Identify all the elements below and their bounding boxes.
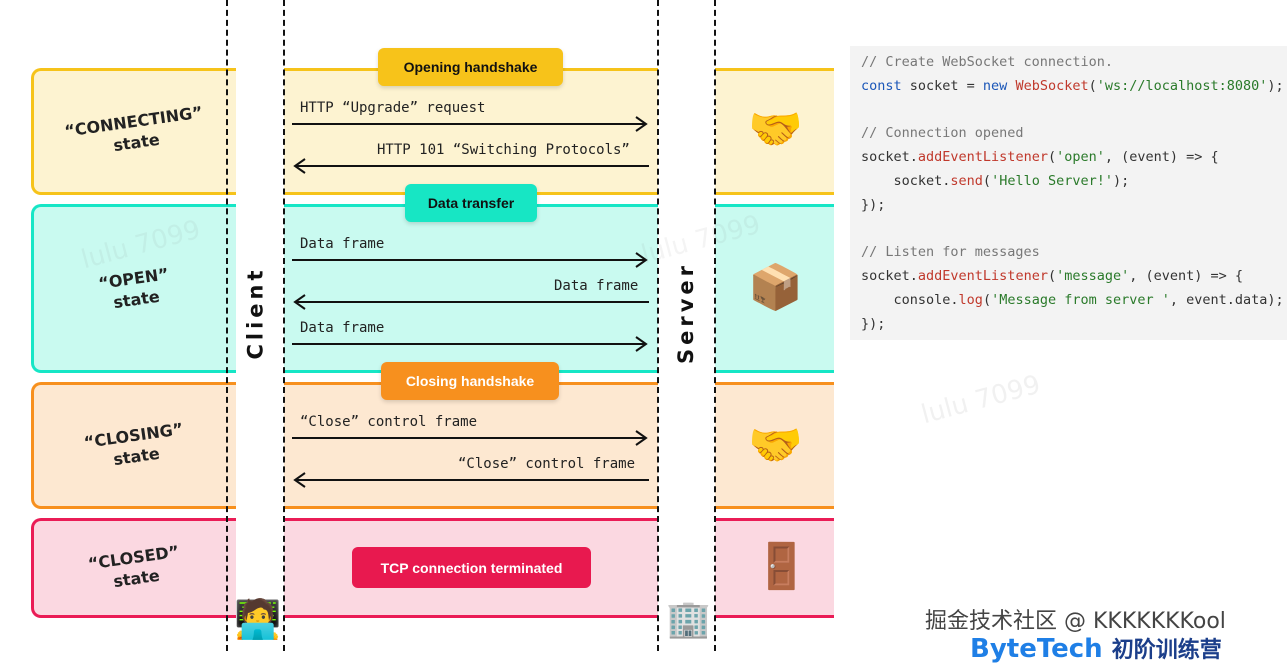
code-token: (	[982, 291, 992, 308]
code-token: socket.	[861, 268, 918, 285]
data-frame-2-text: Data frame	[554, 278, 639, 294]
code-token: const	[861, 77, 902, 94]
closed-right-band	[715, 518, 834, 618]
data-frame-3-arrow	[292, 336, 648, 352]
code-token: socket.	[861, 149, 918, 166]
code-line-message-listener: socket.addEventListener('message', (even…	[861, 265, 1287, 289]
client-lane-label: Client	[243, 266, 268, 360]
code-token: 'Hello Server!'	[991, 172, 1113, 189]
code-line-log: console.log('Message from server ', even…	[861, 289, 1287, 313]
closing-right-band	[715, 382, 834, 509]
code-token: , (event) => {	[1104, 149, 1219, 166]
closing-state-box: “CLOSING” state	[31, 382, 236, 509]
server-lifeline-right	[714, 0, 716, 651]
code-token: console.	[861, 291, 959, 308]
code-line-const: const socket = new WebSocket('ws://local…	[861, 75, 1287, 99]
closing-handshake-label: Closing handshake	[381, 362, 559, 400]
data-frame-3-text: Data frame	[300, 320, 385, 336]
code-token: send	[950, 172, 983, 189]
code-blank	[861, 99, 1287, 123]
code-token: socket =	[901, 77, 983, 94]
code-comment-listen: // Listen for messages	[861, 244, 1040, 261]
closed-state-label: “CLOSED” state	[32, 533, 238, 603]
code-line-close-2: });	[861, 315, 886, 332]
data-frame-1-text: Data frame	[300, 236, 385, 252]
server-lifeline-left	[657, 0, 659, 651]
close-frame-1-arrow	[292, 430, 648, 446]
open-state-box: “OPEN” state	[31, 204, 236, 373]
handshake-icon: 🤝	[748, 104, 803, 155]
closed-state-box: “CLOSED” state	[31, 518, 236, 618]
tcp-terminated-label: TCP connection terminated	[352, 547, 591, 588]
code-line-open-listener: socket.addEventListener('open', (event) …	[861, 146, 1287, 170]
door-icon: 🚪	[754, 541, 809, 592]
code-token: 'open'	[1056, 149, 1105, 166]
bytetech-text: ByteTech	[970, 634, 1103, 664]
code-token: log	[958, 291, 983, 308]
code-line-send: socket.send('Hello Server!');	[861, 170, 1287, 194]
code-token: , event.data);	[1169, 291, 1284, 308]
code-token: (	[982, 172, 992, 189]
open-state-label: “OPEN” state	[32, 254, 238, 324]
lulu-watermark-3: lulu 7099	[918, 369, 1044, 431]
data-frame-1-arrow	[292, 252, 648, 268]
code-token: 'Message from server '	[991, 291, 1170, 308]
data-frame-2-arrow	[293, 294, 649, 310]
opening-handshake-label: Opening handshake	[378, 48, 563, 86]
connecting-right-band	[715, 68, 834, 195]
bytetech-watermark: ByteTech 初阶训练营	[970, 632, 1222, 664]
connecting-state-label: “CONNECTING” state	[32, 97, 238, 167]
open-right-band	[715, 204, 834, 373]
code-blank	[861, 218, 1287, 242]
code-token: (	[1047, 268, 1057, 285]
data-transfer-label: Data transfer	[405, 184, 537, 222]
code-token: );	[1267, 77, 1284, 94]
server-building-icon: 🏢	[666, 599, 711, 640]
close-frame-1-text: “Close” control frame	[300, 414, 478, 430]
code-token: new	[982, 77, 1008, 94]
code-token: (	[1047, 149, 1057, 166]
code-token: , (event) => {	[1129, 268, 1244, 285]
code-token: 'ws://localhost:8080'	[1096, 77, 1268, 94]
code-token: (	[1088, 77, 1097, 94]
closing-state-label: “CLOSING” state	[32, 411, 238, 481]
code-token: addEventListener	[917, 268, 1048, 285]
package-icon: 📦	[748, 262, 803, 313]
connecting-state-box: “CONNECTING” state	[31, 68, 236, 195]
server-lane-label: Server	[674, 261, 698, 364]
code-token: socket.	[861, 172, 951, 189]
client-lifeline-left	[226, 0, 228, 651]
code-token: );	[1112, 172, 1130, 189]
code-line-close-1: });	[861, 196, 886, 213]
switching-arrow	[293, 158, 649, 174]
code-token: addEventListener	[917, 149, 1048, 166]
code-comment-create: // Create WebSocket connection.	[861, 54, 1113, 70]
code-token: WebSocket	[1007, 77, 1089, 94]
upgrade-arrow	[292, 116, 648, 132]
code-comment-opened: // Connection opened	[861, 125, 1024, 142]
closing-mid-band	[284, 382, 658, 509]
handshake-icon-closing: 🤝	[748, 420, 803, 471]
code-panel: // Create WebSocket connection. const so…	[850, 46, 1287, 340]
juejin-watermark: 掘金技术社区 @ KKKKKKKool	[925, 609, 1226, 634]
upgrade-request-text: HTTP “Upgrade” request	[300, 100, 486, 116]
close-frame-2-text: “Close” control frame	[458, 456, 636, 472]
switching-protocols-text: HTTP 101 “Switching Protocols”	[377, 142, 630, 158]
client-lifeline-right	[283, 0, 285, 651]
code-token: 'message'	[1056, 268, 1130, 285]
close-frame-2-arrow	[293, 472, 649, 488]
client-person-icon: 🧑‍💻	[234, 597, 282, 641]
